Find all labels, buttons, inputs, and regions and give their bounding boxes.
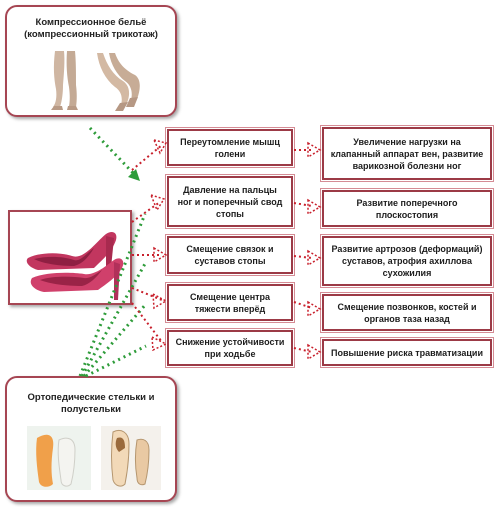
effect-2-line2: плоскостопия (375, 209, 439, 220)
red-dotted-arrow (131, 144, 163, 171)
cause-box: Снижение устойчивости при ходьбе (165, 328, 295, 368)
effect-1-line2: клапанный аппарат вен, развитие (330, 148, 484, 159)
red-dotted-arrow (293, 255, 313, 259)
cause-3-line1: Смещение связок и (186, 244, 274, 254)
insoles-title-line2: полустельки (61, 404, 121, 415)
green-dotted-arrow (80, 261, 148, 377)
cause-4-line2: тяжести вперёд (194, 303, 266, 314)
red-dotted-arrow (293, 347, 313, 353)
cause-5-line2: при ходьбе (204, 349, 256, 359)
cause-3-line2: суставов стопы (194, 256, 266, 266)
compression-title-line2: (компрессионный трикотаж) (24, 29, 158, 40)
effect-3-line2: суставов, атрофия ахиллова (341, 256, 472, 266)
red-dotted-arrow (293, 202, 313, 207)
cause-4-line1: Смещение центра (189, 291, 271, 302)
red-dotted-arrow (131, 302, 163, 343)
insoles-panel-title: Ортопедические стельки и полустельки (7, 392, 175, 416)
red-dotted-arrow (293, 301, 313, 309)
compression-panel: Компрессионное бельё (компрессионный три… (5, 5, 177, 117)
red-dotted-arrowhead (307, 249, 322, 267)
effect-1-line3: варикозной болезни ног (352, 160, 462, 171)
red-dotted-arrowhead (307, 300, 322, 318)
effect-1-line1: Увеличение нагрузки на (353, 136, 461, 147)
effect-3-line3: сухожилия (382, 268, 432, 278)
cause-2-line3: стопы (216, 208, 244, 219)
compression-panel-title: Компрессионное бельё (компрессионный три… (7, 17, 175, 41)
red-dotted-arrowhead (153, 246, 168, 264)
red-dotted-arrowhead (307, 343, 322, 361)
red-dotted-arrowhead (151, 335, 168, 352)
cause-2-line1: Давление на пальцы (183, 184, 277, 195)
effect-box: Повышение риска травматизации (320, 337, 494, 368)
compression-title-line1: Компрессионное бельё (35, 17, 147, 28)
green-dotted-arrow (78, 213, 147, 377)
red-dotted-arrowhead (152, 292, 168, 310)
effect-3-line1: Развитие артрозов (деформаций) (331, 244, 483, 254)
effect-2-line1: Развитие поперечного (356, 197, 458, 208)
cause-2-line2: ног и поперечный свод (177, 196, 283, 207)
cause-1-line1: Переутомление мышц (180, 136, 280, 147)
red-dotted-arrowhead (149, 193, 166, 212)
red-dotted-arrow (131, 287, 163, 301)
green-dotted-arrow (82, 303, 148, 377)
shoe-image-frame (8, 210, 132, 305)
effect-4-line2: органов таза назад (364, 313, 450, 324)
red-dotted-arrow (131, 201, 161, 223)
red-dotted-arrowhead (307, 198, 322, 216)
green-dotted-arrowhead (128, 169, 140, 181)
green-dotted-arrow (88, 126, 138, 178)
insoles-image (27, 426, 161, 490)
cause-5-line1: Снижение устойчивости (175, 337, 285, 347)
legs-image (51, 51, 140, 111)
high-heel-shoe-image (26, 232, 124, 300)
insoles-title-line1: Ортопедические стельки и (27, 392, 155, 403)
effect-box: Развитие артрозов (деформаций) суставов, … (320, 234, 494, 288)
green-dotted-arrow (85, 344, 147, 378)
cause-1-line2: голени (214, 148, 246, 159)
insoles-panel: Ортопедические стельки и полустельки (5, 376, 177, 502)
effect-4-line1: Смещение позвонков, костей и (337, 301, 477, 312)
red-dotted-arrowhead (307, 141, 322, 159)
effect-5-line1: Повышение риска травматизации (331, 347, 483, 358)
cause-box: Смещение связок и суставов стопы (165, 234, 295, 276)
